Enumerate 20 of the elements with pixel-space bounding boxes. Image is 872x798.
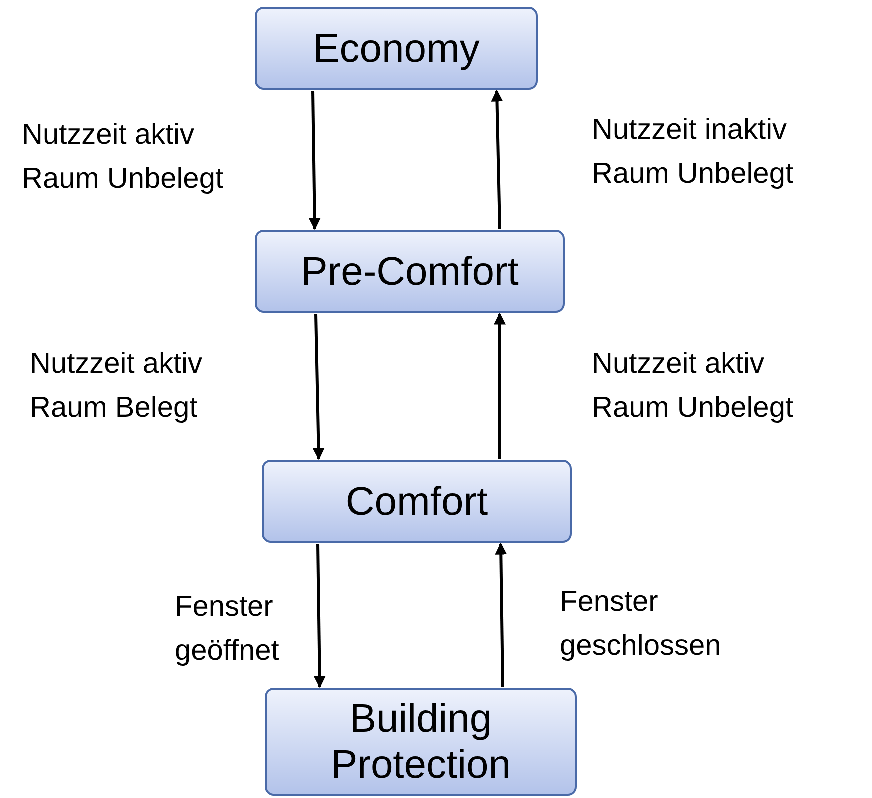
state-name: Pre-Comfort: [301, 248, 519, 294]
edge-label: Fenster geschlossen: [560, 585, 722, 664]
edge-label: Fenster geöffnet: [175, 590, 280, 669]
arrow: [494, 312, 506, 459]
edge-label: Nutzzeit inaktiv Raum Unbelegt: [592, 113, 794, 192]
arrow: [495, 542, 508, 688]
state-box: [255, 230, 565, 313]
edge-label: Nutzzeit aktiv Raum Unbelegt: [592, 347, 794, 426]
arrow: [312, 314, 325, 460]
state-name: Building Protection: [330, 696, 512, 788]
arrow: [491, 90, 504, 230]
arrow: [314, 544, 326, 688]
state-name: Economy: [313, 26, 480, 72]
edge-label: Nutzzeit aktiv Raum Unbelegt: [22, 118, 224, 197]
state-box: [262, 460, 572, 543]
arrow: [308, 90, 321, 230]
edge-label: Nutzzeit aktiv Raum Belegt: [30, 347, 204, 426]
state-name: Comfort: [346, 478, 488, 524]
state-box: [265, 688, 577, 796]
state-box: [255, 7, 538, 90]
